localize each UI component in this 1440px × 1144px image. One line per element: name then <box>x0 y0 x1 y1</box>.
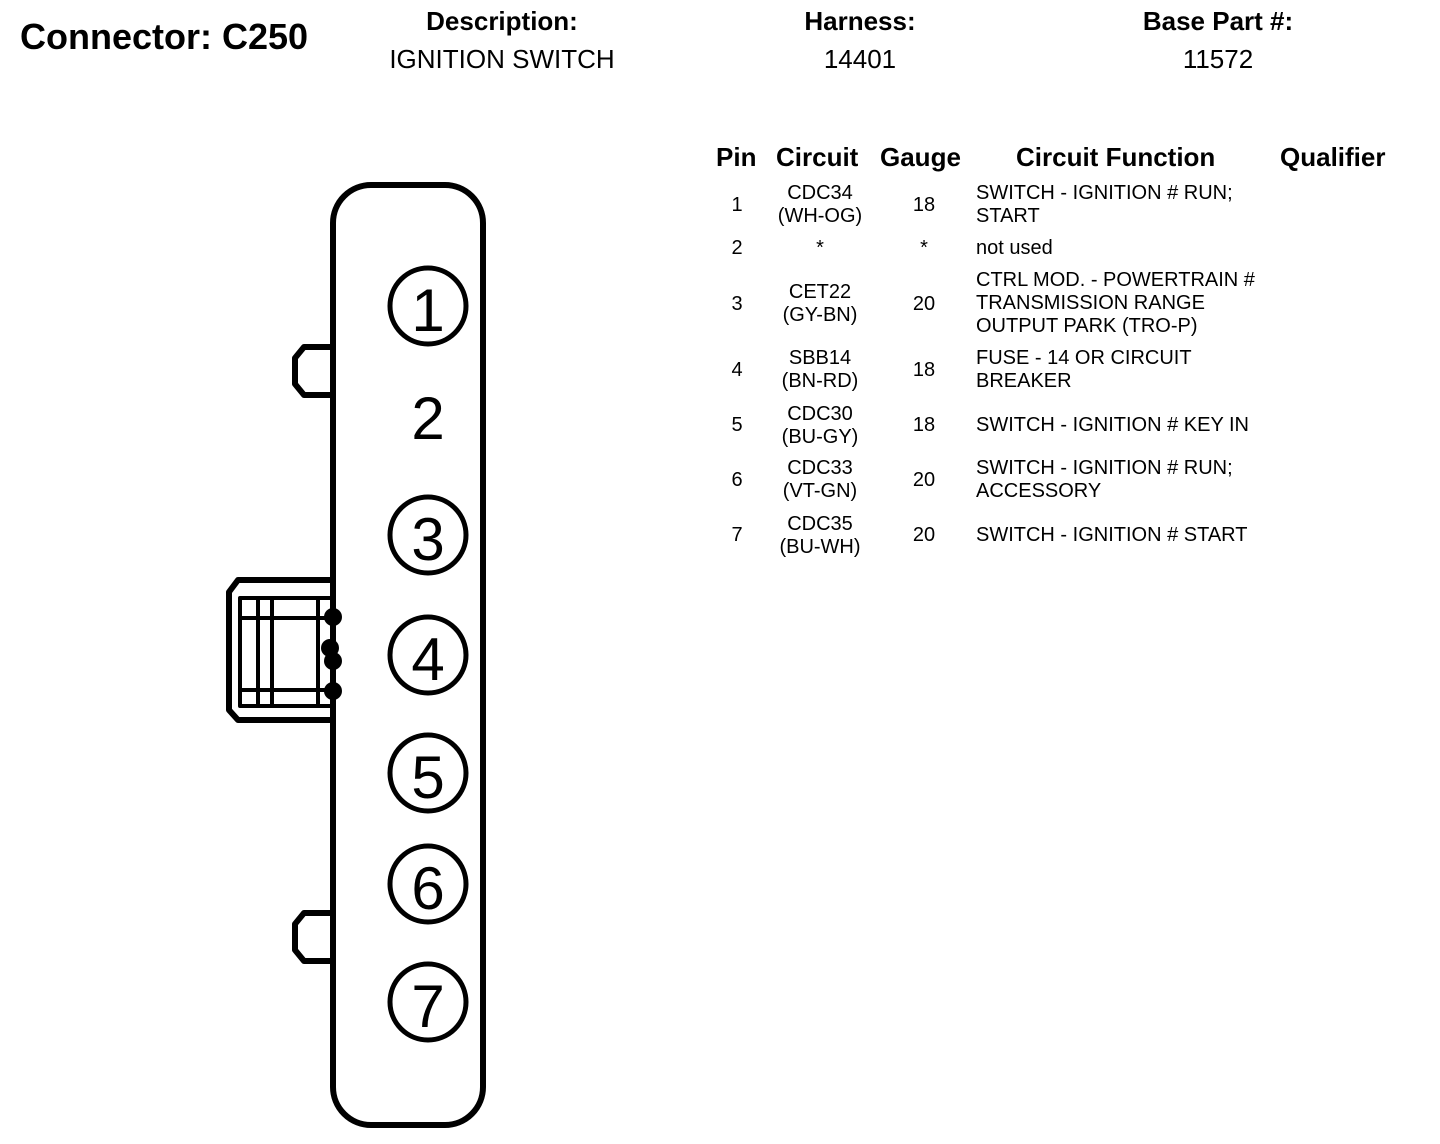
connector-title: Connector: C250 <box>20 16 309 57</box>
table-cell-gauge: * <box>920 237 928 259</box>
pin-circle-3 <box>387 494 469 576</box>
side-tab-lower <box>292 910 333 964</box>
pin-circle-7 <box>387 961 469 1043</box>
function-line: not used <box>976 237 1053 259</box>
table-cell-pin: 7 <box>731 524 743 546</box>
column-header-gauge: Gauge <box>880 142 961 172</box>
circuit-id: CDC35 <box>787 513 853 535</box>
pin-label-4: 4 <box>411 626 444 693</box>
pin-label-7: 7 <box>411 973 444 1040</box>
table-cell-function: SWITCH - IGNITION # KEY IN <box>976 414 1276 437</box>
pin-circle-1 <box>387 265 469 347</box>
table-cell-circuit: CDC30 (BU-GY) <box>764 403 876 449</box>
table-cell-function: SWITCH - IGNITION # START <box>976 524 1276 547</box>
table-cell-gauge: 20 <box>912 524 936 546</box>
base-part-value: 11572 <box>1182 44 1254 74</box>
function-line: BREAKER <box>976 370 1072 392</box>
function-line: START <box>976 205 1040 227</box>
harness-label: Harness: <box>804 6 916 36</box>
function-line: SWITCH - IGNITION # START <box>976 524 1248 546</box>
pin-label-5: 5 <box>411 744 444 811</box>
pin-label-6: 6 <box>411 855 444 922</box>
description-value: IGNITION SWITCH <box>389 44 615 74</box>
harness-value: 14401 <box>823 44 897 74</box>
table-cell-function: not used <box>976 237 1276 260</box>
table-cell-function: SWITCH - IGNITION # RUN; START <box>976 182 1276 228</box>
table-cell-circuit: CDC35 (BU-WH) <box>764 513 876 559</box>
function-line: CTRL MOD. - POWERTRAIN # <box>976 269 1255 291</box>
base-part-label: Base Part #: <box>1142 6 1294 36</box>
table-cell-function: CTRL MOD. - POWERTRAIN # TRANSMISSION RA… <box>976 269 1276 338</box>
pin-circle-4 <box>387 614 469 696</box>
function-line: OUTPUT PARK (TRO-P) <box>976 315 1198 337</box>
function-line: SWITCH - IGNITION # KEY IN <box>976 414 1249 436</box>
wire-color: (GY-BN) <box>782 304 858 326</box>
function-line: ACCESSORY <box>976 480 1102 502</box>
description-label: Description: <box>426 6 578 36</box>
pin-circle-5 <box>387 732 469 814</box>
table-cell-function: FUSE - 14 OR CIRCUIT BREAKER <box>976 347 1276 393</box>
pin-label-3: 3 <box>411 506 444 573</box>
wire-color: (BU-WH) <box>779 536 861 558</box>
column-header-circuit: Circuit <box>776 142 859 172</box>
pin-label-2: 2 <box>411 385 444 452</box>
function-line: FUSE - 14 OR CIRCUIT <box>976 347 1192 369</box>
pin-label-1: 1 <box>411 277 444 344</box>
pin-circle-6 <box>387 843 469 925</box>
table-cell-circuit: CDC34 (WH-OG) <box>764 182 876 228</box>
side-tab-upper <box>292 344 333 398</box>
table-cell-gauge: 18 <box>912 359 936 381</box>
column-header-pin: Pin <box>716 142 757 172</box>
circuit-id: CDC33 <box>787 457 853 479</box>
circuit-id: SBB14 <box>788 347 852 369</box>
latch-dots <box>321 608 342 700</box>
function-line: SWITCH - IGNITION # RUN; <box>976 457 1233 479</box>
table-cell-pin: 2 <box>731 237 743 259</box>
wire-color: (VT-GN) <box>782 480 858 502</box>
circuit-id: * <box>816 237 824 259</box>
table-cell-circuit: * <box>764 237 876 260</box>
circuit-id: CDC30 <box>787 403 853 425</box>
function-line: SWITCH - IGNITION # RUN; <box>976 182 1233 204</box>
table-cell-circuit: SBB14 (BN-RD) <box>764 347 876 393</box>
table-cell-circuit: CET22 (GY-BN) <box>764 281 876 327</box>
table-cell-gauge: 18 <box>912 194 936 216</box>
table-cell-circuit: CDC33 (VT-GN) <box>764 457 876 503</box>
table-cell-pin: 1 <box>731 194 743 216</box>
table-cell-pin: 4 <box>731 359 743 381</box>
table-cell-gauge: 18 <box>912 414 936 436</box>
column-header-circuit-function: Circuit Function <box>1016 142 1216 172</box>
table-cell-pin: 5 <box>731 414 743 436</box>
circuit-id: CET22 <box>788 281 852 303</box>
latch <box>226 577 335 723</box>
table-cell-gauge: 20 <box>912 469 936 491</box>
wire-color: (BN-RD) <box>781 370 859 392</box>
function-line: TRANSMISSION RANGE <box>976 292 1205 314</box>
column-header-qualifier: Qualifier <box>1280 142 1386 172</box>
table-cell-pin: 3 <box>731 293 743 315</box>
table-cell-function: SWITCH - IGNITION # RUN; ACCESSORY <box>976 457 1276 503</box>
table-cell-gauge: 20 <box>912 293 936 315</box>
table-cell-pin: 6 <box>731 469 743 491</box>
wire-color: (WH-OG) <box>777 205 863 227</box>
circuit-id: CDC34 <box>787 182 853 204</box>
wire-color: (BU-GY) <box>781 426 859 448</box>
